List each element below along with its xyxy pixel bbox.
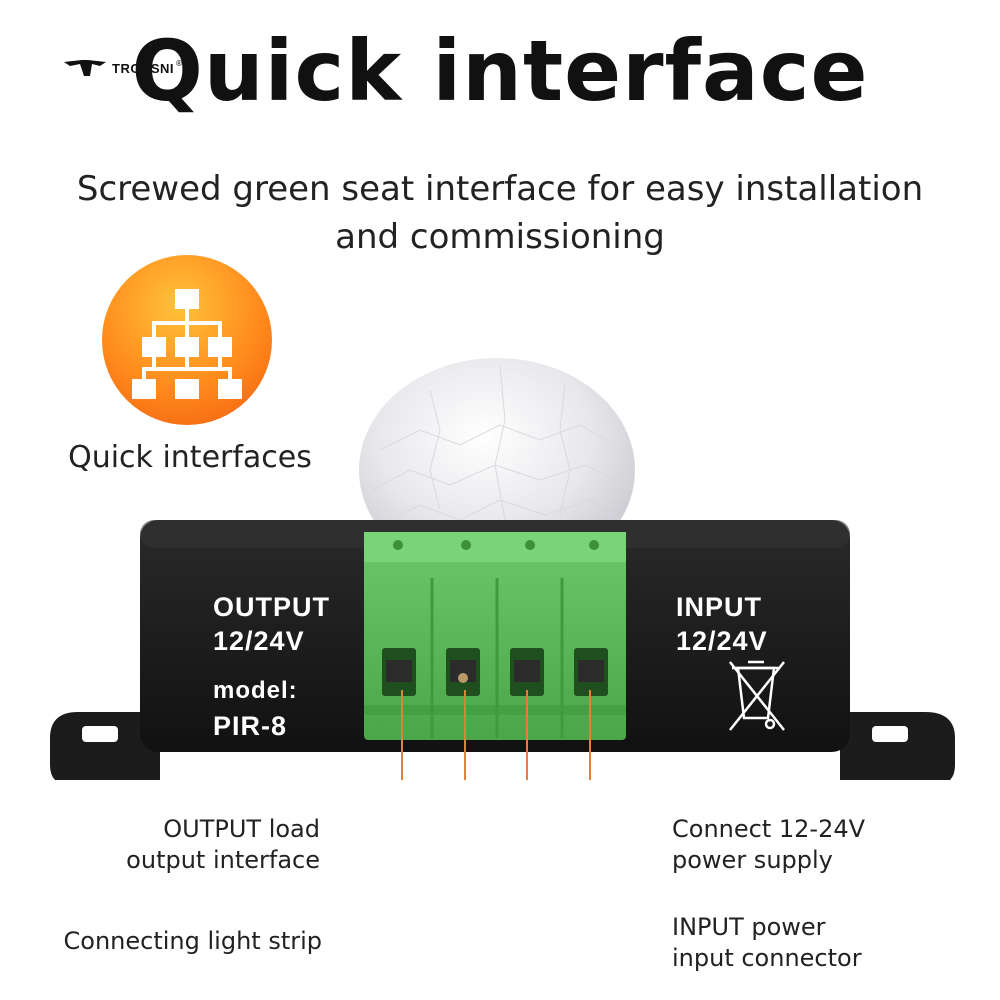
input-label: INPUT [676,592,762,622]
callout-text: power supply [672,846,833,874]
brand-logo: TRONSNI ® [62,58,183,78]
subtitle-line: and commissioning [335,217,665,257]
callout-light-strip: Connecting light strip [30,926,322,957]
callout-power-supply: Connect 12-24V power supply [672,814,932,876]
terminal-slot-3 [510,648,544,696]
callout-text: Connecting light strip [63,927,322,955]
page-subtitle: Screwed green seat interface for easy in… [60,165,940,261]
feature-badge [102,255,272,425]
page-title: Quick interface [131,22,869,120]
brand-name: TRONSNI [112,60,174,76]
input-voltage-label: 12/24V [676,626,768,656]
callout-text: INPUT power [672,913,826,941]
model-number: PIR-8 [213,711,287,741]
callout-text: output interface [126,846,320,874]
terminal-slot-1 [382,648,416,696]
mounting-flange-left [50,712,160,780]
terminal-slot-4 [574,648,608,696]
callout-text: OUTPUT load [163,815,320,843]
callout-text: input connector [672,944,862,972]
callout-input-power: INPUT power input connector [672,912,932,974]
pir-sensor-device: OUTPUT 12/24V model: PIR-8 INPUT 12/24V [50,358,955,780]
callout-output-load: OUTPUT load output interface [80,814,320,876]
feature-label: Quick interfaces [68,440,312,475]
network-hierarchy-icon [132,289,242,399]
callout-text: Connect 12-24V [672,815,866,843]
crossed-bin-icon [729,660,785,731]
output-voltage-label: 12/24V [213,626,305,656]
subtitle-line: Screwed green seat interface for easy in… [76,169,924,209]
model-label: model: [213,677,298,704]
output-label: OUTPUT [213,592,330,622]
terminal-slot-2 [446,648,480,696]
callout-lines [401,690,591,780]
mounting-flange-right [840,712,955,780]
registered-mark: ® [175,58,183,68]
green-terminal-block [364,532,626,740]
brand-mark-icon [64,60,106,76]
